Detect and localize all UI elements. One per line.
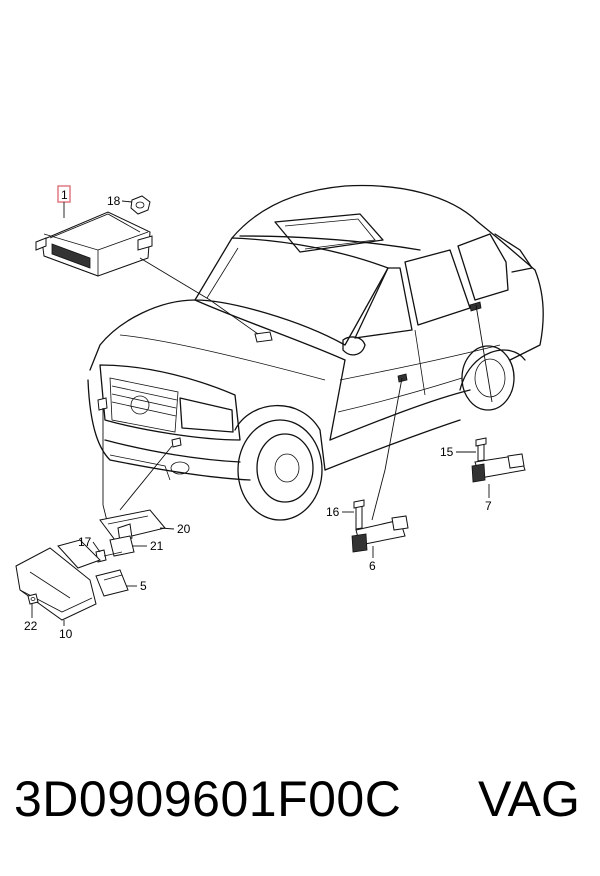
callout-18: 18 bbox=[107, 194, 121, 208]
callout-7: 7 bbox=[485, 499, 492, 513]
side-sensor-6 bbox=[351, 377, 409, 553]
callouts: 1 18 15 7 16 6 20 17 21 5 22 10 bbox=[24, 185, 492, 641]
caption-bar: 3D0909601F00C VAG bbox=[0, 770, 600, 840]
part-number: 3D0909601F00C bbox=[14, 771, 402, 827]
callout-15: 15 bbox=[440, 445, 454, 459]
vehicle-illustration bbox=[87, 184, 544, 521]
side-sensor-7 bbox=[471, 304, 526, 483]
callout-20: 20 bbox=[177, 522, 191, 536]
airbag-parts-diagram: 1 18 15 7 16 6 20 17 21 5 22 10 bbox=[15, 184, 544, 641]
nut-18 bbox=[130, 195, 151, 215]
callout-10: 10 bbox=[59, 627, 73, 641]
front-sensor-assembly bbox=[15, 408, 173, 621]
callout-6: 6 bbox=[369, 559, 376, 573]
callout-22: 22 bbox=[24, 619, 38, 633]
callout-17: 17 bbox=[78, 535, 92, 549]
callout-21: 21 bbox=[150, 539, 164, 553]
callout-5: 5 bbox=[140, 579, 147, 593]
airbag-control-unit bbox=[35, 211, 259, 335]
callout-16: 16 bbox=[326, 505, 340, 519]
callout-1: 1 bbox=[61, 188, 68, 202]
brand-label: VAG bbox=[478, 771, 580, 827]
